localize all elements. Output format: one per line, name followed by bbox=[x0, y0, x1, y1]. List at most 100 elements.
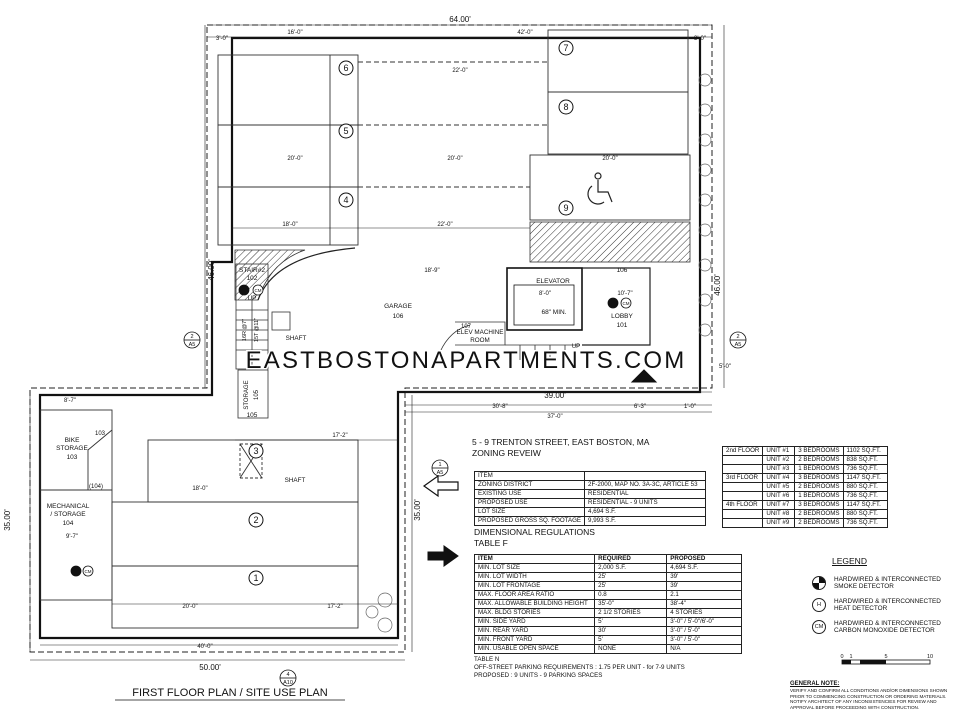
dim-107: 10'-7" bbox=[617, 291, 632, 297]
scale-tick-5: 5 bbox=[884, 654, 887, 660]
stair-102 bbox=[235, 263, 269, 370]
table-cell: 5' bbox=[594, 617, 668, 627]
stair-label: STAIR#2 bbox=[239, 267, 265, 274]
table-cell: ITEM bbox=[473, 471, 586, 481]
mech-door-number: (104) bbox=[89, 484, 103, 490]
scale-bar: 0 1 5 10 bbox=[840, 654, 933, 665]
dim-172b: 17'-2" bbox=[327, 604, 342, 610]
table-cell: 3'-0" / 5'-0" bbox=[666, 635, 742, 645]
smoke-detector-stair bbox=[238, 284, 250, 296]
parking-space-1: 1 bbox=[248, 570, 264, 586]
elev-room-number: 107 bbox=[461, 324, 472, 330]
bike-label: BIKE bbox=[65, 437, 80, 444]
elevator-min-label: 68" MIN. bbox=[541, 309, 566, 316]
direction-arrows bbox=[422, 369, 658, 567]
storage-label: STORAGE bbox=[244, 380, 250, 409]
table-cell: UNIT #9 bbox=[762, 518, 796, 528]
table-cell: MIN. REAR YARD bbox=[473, 626, 596, 636]
mech-label: MECHANICAL bbox=[47, 503, 90, 510]
machine-room-stair bbox=[439, 321, 580, 360]
table-cell: PROPOSED USE bbox=[473, 498, 586, 508]
dim-16: 16'-0" bbox=[287, 30, 302, 36]
marker-left-top: 2 bbox=[190, 334, 193, 340]
room-labels: GARAGE 106 ELEVATOR 68" MIN. LOBBY 101 1… bbox=[47, 267, 634, 527]
table-cell bbox=[721, 491, 764, 501]
planting bbox=[365, 73, 712, 633]
legend-line-2: SMOKE DETECTOR bbox=[834, 583, 894, 590]
co-detector-icon: CM bbox=[812, 620, 826, 634]
garage-number: 106 bbox=[393, 313, 404, 320]
dim-mid-d: 37'-0" bbox=[547, 414, 562, 420]
section-markers bbox=[183, 331, 747, 687]
table-cell: UNIT #7 bbox=[762, 500, 796, 510]
lobby-106: 106 bbox=[617, 267, 628, 274]
table-cell: MIN. FRONT YARD bbox=[473, 635, 596, 645]
co-detector-lobby: CM bbox=[620, 297, 632, 309]
svg-text:8: 8 bbox=[563, 102, 568, 112]
dimensional-title: DIMENSIONAL REGULATIONS bbox=[474, 527, 595, 537]
table-cell: N/A bbox=[666, 644, 742, 654]
dim-left-overall: 46.00' bbox=[207, 259, 216, 281]
lobby-walls bbox=[582, 267, 651, 346]
table-cell: 736 SQ.FT. bbox=[842, 491, 889, 501]
table-cell: UNIT #2 bbox=[762, 455, 796, 465]
zoning-header: 5 - 9 TRENTON STREET, EAST BOSTON, MA ZO… bbox=[472, 437, 649, 459]
table-cell: 1147 SQ.FT. bbox=[842, 500, 889, 510]
general-note-text: VERIFY AND CONFIRM ALL CONDITIONS AND/OR… bbox=[790, 688, 948, 710]
marker-right-top: 2 bbox=[736, 334, 739, 340]
table-cell: 1 BEDROOMS bbox=[794, 464, 844, 474]
elev-room-label: ROOM bbox=[470, 337, 490, 344]
table-cell: 880 SQ.FT. bbox=[842, 482, 889, 492]
table-cell: ZONING DISTRICT bbox=[473, 480, 586, 490]
table-cell: 736 SQ.FT. bbox=[842, 518, 889, 528]
parking-space-3: 3 bbox=[248, 443, 264, 459]
elevator-core bbox=[506, 267, 583, 331]
table-cell: 35'-0" bbox=[594, 599, 668, 609]
dimensional-header: DIMENSIONAL REGULATIONS TABLE F bbox=[474, 527, 595, 549]
table-cell bbox=[721, 464, 764, 474]
mech-number: 104 bbox=[63, 520, 74, 527]
scale-tick-1: 1 bbox=[849, 654, 852, 660]
general-note-title: GENERAL NOTE: bbox=[790, 681, 840, 687]
shaft-box bbox=[271, 311, 291, 331]
section-marker-labels: 2 A5 2 A5 1 A5 4 A10 bbox=[189, 334, 742, 686]
marker-bottom-bottom: A10 bbox=[283, 680, 293, 686]
table-cell: 1102 SQ.FT. bbox=[842, 446, 889, 456]
smoke-detector-icon bbox=[812, 576, 826, 590]
table-cell bbox=[721, 509, 764, 519]
table-cell: 25' bbox=[594, 581, 668, 591]
marker-mid-bottom: A5 bbox=[437, 470, 444, 476]
dim-side-30a: 3'-0" bbox=[216, 36, 228, 42]
smoke-detector-lobby bbox=[607, 297, 619, 309]
general-note: GENERAL NOTE: VERIFY AND CONFIRM ALL CON… bbox=[790, 681, 952, 710]
watermark: EASTBOSTONAPARTMENTS.COM bbox=[246, 347, 687, 374]
parking-space-8: 8 bbox=[558, 99, 574, 115]
dim-172a: 17'-2" bbox=[332, 433, 347, 439]
mech-label-2: / STORAGE bbox=[50, 511, 86, 518]
dim-97: 9'-7" bbox=[66, 534, 78, 540]
lobby-label: LOBBY bbox=[611, 313, 633, 320]
smoke-detector-mech bbox=[70, 565, 82, 577]
legend-line-2: HEAT DETECTOR bbox=[834, 605, 888, 612]
site-boundary bbox=[29, 24, 713, 653]
table-cell: 2.1 bbox=[666, 590, 742, 600]
legend-title: LEGEND bbox=[832, 556, 867, 566]
table-cell: UNIT #8 bbox=[762, 509, 796, 519]
dim-18: 18'-0" bbox=[282, 222, 297, 228]
marker-left-bottom: A5 bbox=[189, 342, 196, 348]
table-cell: 2 BEDROOMS bbox=[794, 482, 844, 492]
